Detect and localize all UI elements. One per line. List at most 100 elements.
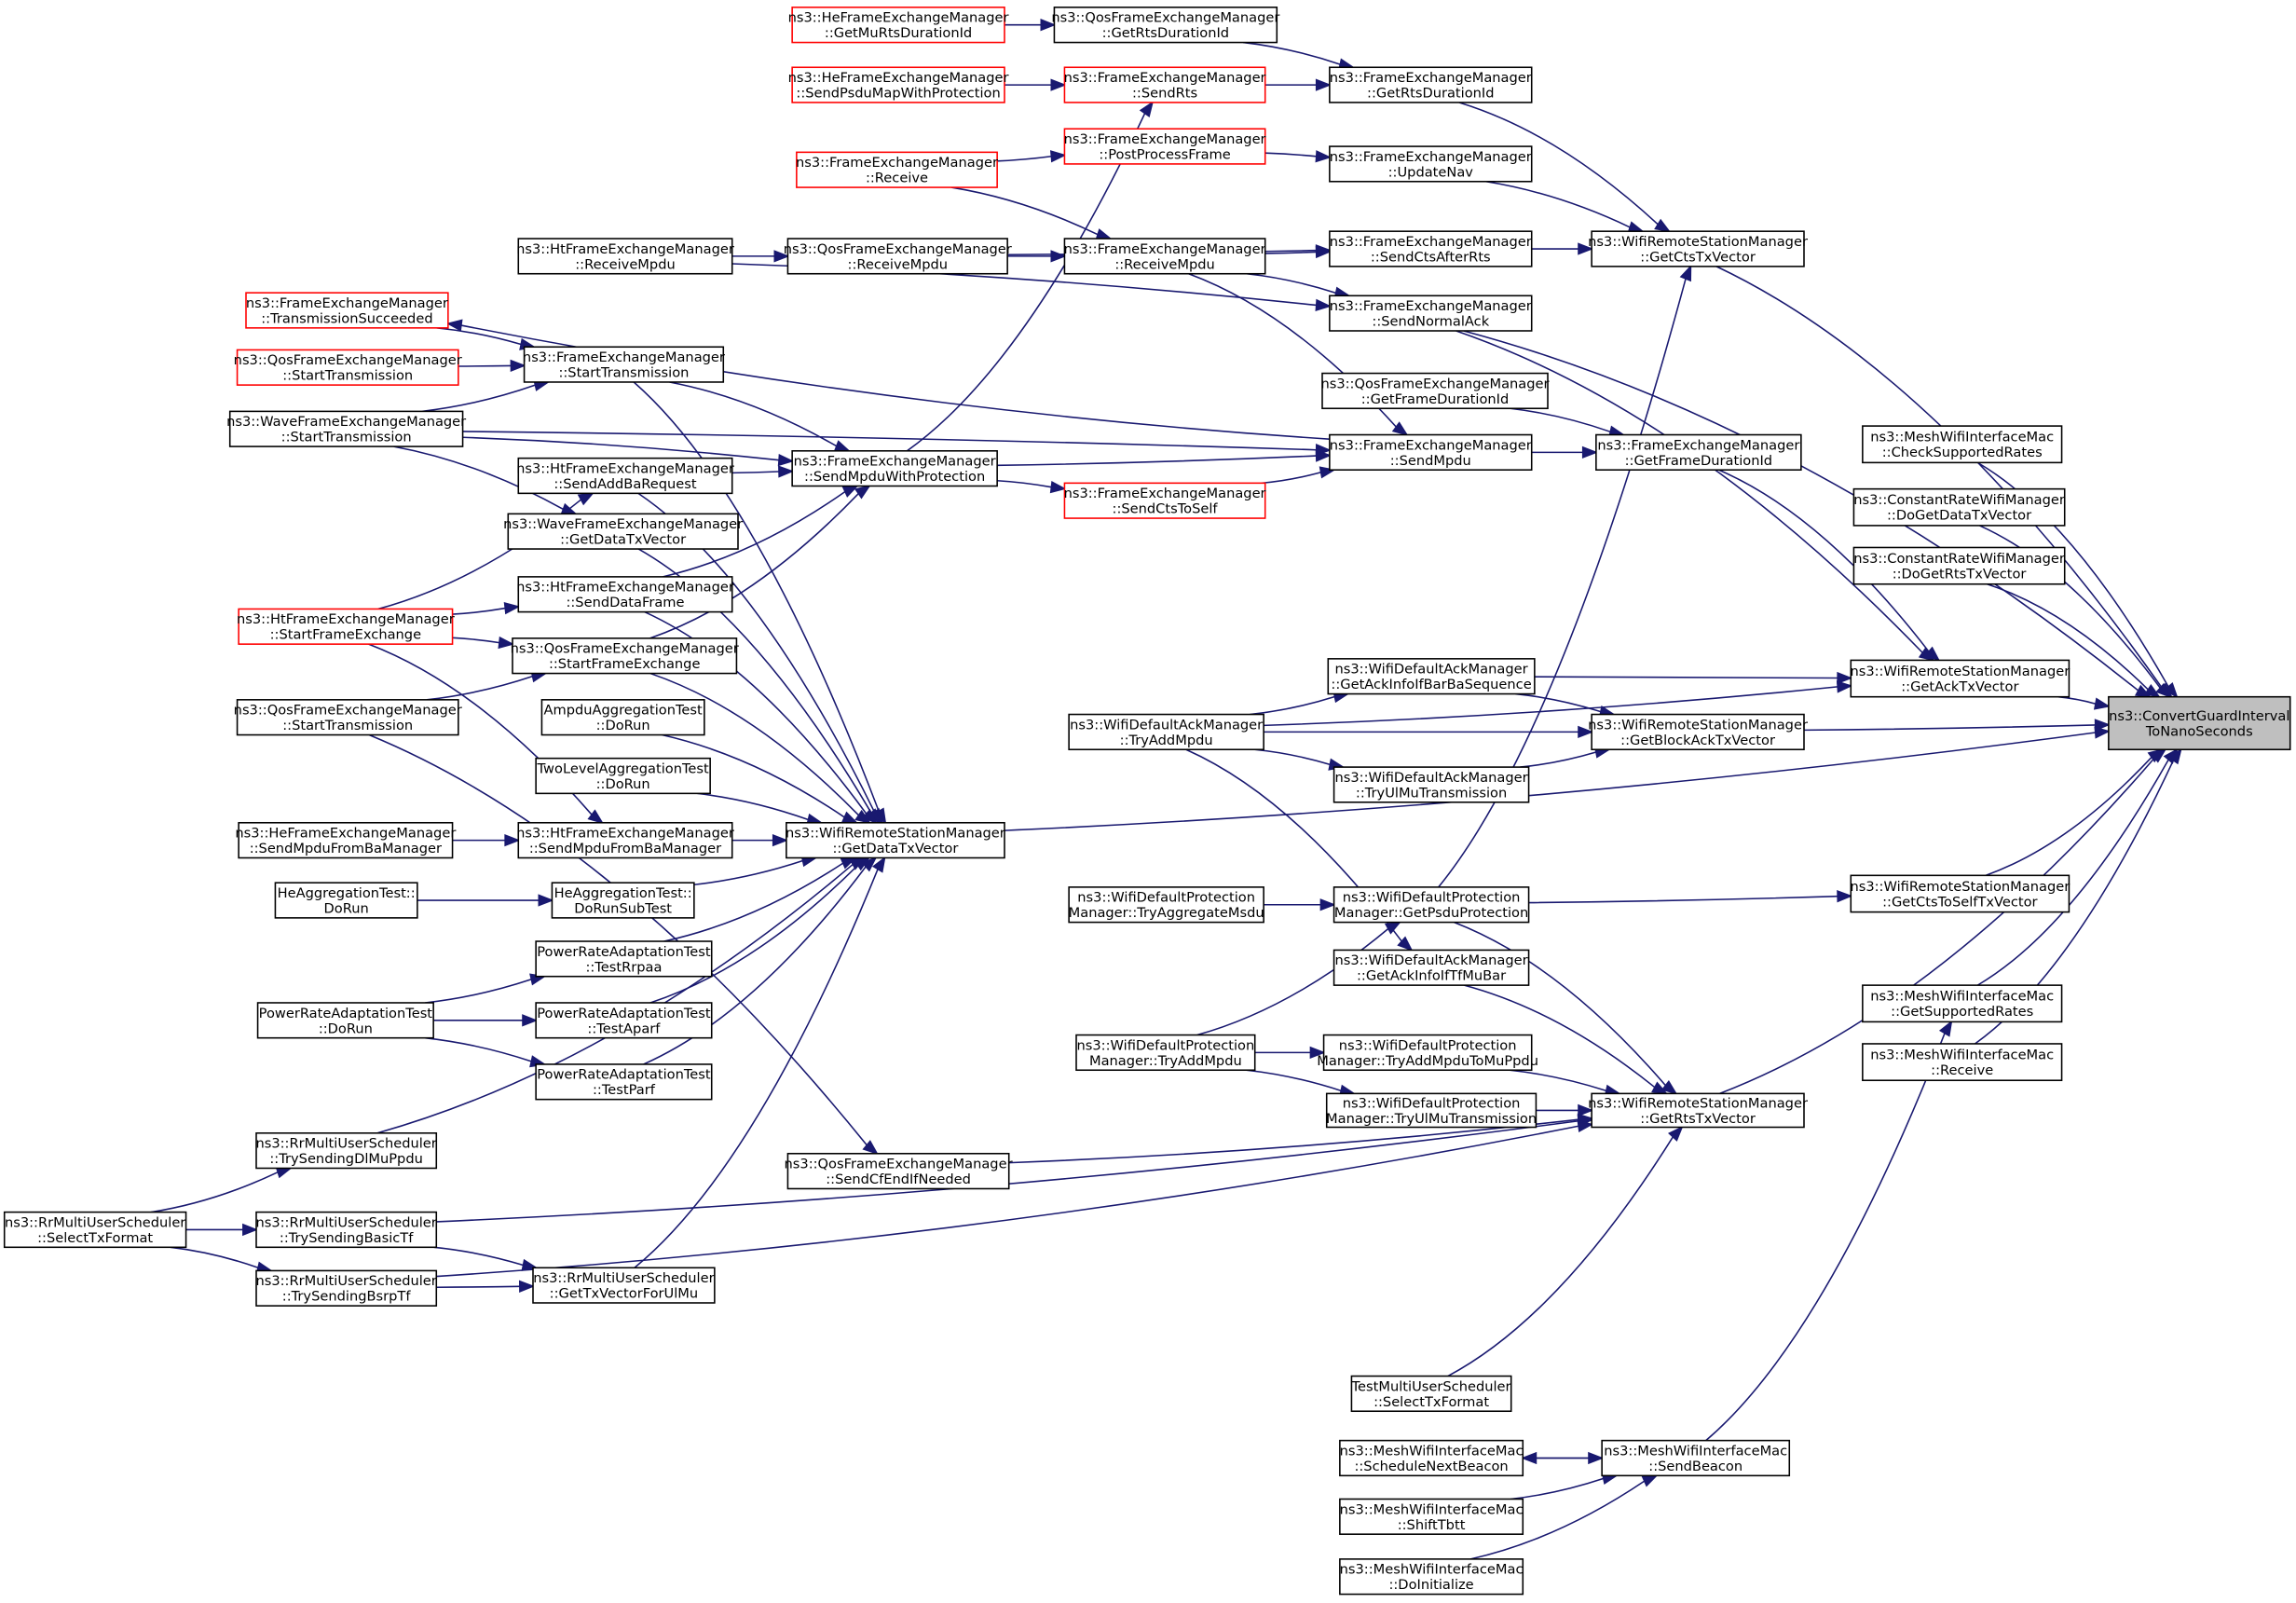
graph-node[interactable]: ns3::QosFrameExchangeManager::GetFrameDu… [1320,372,1550,410]
edge-line [731,471,780,474]
graph-node[interactable]: ns3::FrameExchangeManager::GetFrameDurat… [1595,433,1802,472]
graph-node[interactable]: ns3::QosFrameExchangeManager::ReceiveMpd… [784,238,1012,275]
edge-line [1458,102,1659,226]
graph-node[interactable]: ns3::WifiDefaultProtectionManager::GetPs… [1332,886,1530,924]
node-label: ::GetTxVectorForUlMu [550,1286,698,1302]
graph-node[interactable]: ns3::FrameExchangeManager::GetRtsDuratio… [1329,66,1533,103]
graph-node[interactable]: ns3::QosFrameExchangeManager::StartTrans… [234,349,462,386]
graph-node[interactable]: PowerRateAdaptationTest::TestAparf [535,1002,713,1039]
graph-node[interactable]: ns3::HeFrameExchangeManager::SendPsduMap… [788,66,1009,103]
node-label: ::StartTransmission [282,368,413,384]
arrowhead-icon [519,1280,536,1293]
graph-node[interactable]: ns3::WifiDefaultAckManager::GetAckInfoIf… [1327,658,1536,695]
node-label: ::StartTransmission [558,365,689,381]
arrowhead-icon [1397,936,1414,952]
graph-node[interactable]: PowerRateAdaptationTest::TestParf [535,1063,713,1101]
node-box [1601,1439,1791,1477]
graph-node[interactable]: ns3::WifiDefaultProtectionManager::TryAd… [1317,1034,1538,1072]
graph-node[interactable]: HeAggregationTest::DoRun [274,882,418,919]
graph-node[interactable]: ns3::QosFrameExchangeManager::SendCfEndI… [785,1152,1013,1190]
graph-node[interactable]: HeAggregationTest::DoRunSubTest [551,882,695,919]
graph-node[interactable]: ns3::WifiDefaultProtectionManager::TryUl… [1325,1092,1538,1129]
graph-node[interactable]: ns3::RrMultiUserScheduler::TrySendingDlM… [255,1131,438,1170]
node-box [796,151,998,188]
graph-node[interactable]: ns3::FrameExchangeManager::TransmissionS… [245,292,449,329]
graph-node[interactable]: ns3::RrMultiUserScheduler::TrySendingBas… [255,1211,438,1249]
graph-node[interactable]: ns3::QosFrameExchangeManager::StartFrame… [511,637,739,675]
graph-node[interactable]: ns3::WaveFrameExchangeManager::GetDataTx… [503,513,743,550]
graph-node[interactable]: ns3::HtFrameExchangeManager::SendMpduFro… [516,821,734,859]
graph-node[interactable]: PowerRateAdaptationTest::TestRrpaa [535,940,713,978]
graph-node[interactable]: ns3::FrameExchangeManager::SendCtsToSelf [1064,482,1266,519]
node-box [1329,295,1533,332]
graph-node[interactable]: ns3::FrameExchangeManager::SendMpduWithP… [791,450,998,487]
graph-node[interactable]: TwoLevelAggregationTest::DoRun [535,757,711,795]
edge-line [1264,686,1838,727]
call-edge [1264,725,1594,739]
graph-node[interactable]: ns3::WifiRemoteStationManager::GetCtsTxV… [1588,230,1808,267]
graph-node[interactable]: ns3::HtFrameExchangeManager::StartFrameE… [237,608,455,645]
graph-node[interactable]: AmpduAggregationTest::DoRun [540,699,705,736]
graph-node[interactable]: ns3::WaveFrameExchangeManager::StartTran… [226,410,466,447]
graph-node[interactable]: ns3::FrameExchangeManager::UpdateNav [1329,145,1533,183]
arrowhead-icon [1309,1046,1326,1060]
graph-node[interactable]: ns3::FrameExchangeManager::SendCtsAfterR… [1329,230,1533,267]
graph-node[interactable]: ns3::FrameExchangeManager::Receive [796,151,998,188]
graph-node[interactable]: ns3::RrMultiUserScheduler::TrySendingBsr… [255,1269,438,1307]
graph-node[interactable]: ns3::ConstantRateWifiManager::DoGetRtsTx… [1852,546,2066,585]
graph-node[interactable]: ns3::WifiRemoteStationManager::GetRtsTxV… [1588,1092,1808,1129]
graph-node[interactable]: ns3::WifiRemoteStationManager::GetAckTxV… [1850,659,2070,698]
graph-node[interactable]: ns3::FrameExchangeManager::StartTransmis… [523,346,725,383]
graph-node[interactable]: ns3::ConstantRateWifiManager::DoGetDataT… [1852,487,2066,527]
edge-line [452,637,500,644]
graph-node[interactable]: ns3::MeshWifiInterfaceMac::CheckSupporte… [1862,425,2063,464]
edge-line [1976,759,2169,986]
graph-node[interactable]: ns3::HtFrameExchangeManager::ReceiveMpdu [516,238,734,275]
graph-node[interactable]: ns3::MeshWifiInterfaceMac::Receive [1862,1043,2063,1082]
graph-node[interactable]: ns3::WifiDefaultAckManager::TryUlMuTrans… [1332,766,1530,803]
arrowhead-icon [1384,921,1402,935]
node-label: ns3::HtFrameExchangeManager [516,580,734,596]
arrowhead-icon [849,856,867,870]
arrowhead-icon [854,809,872,824]
graph-node[interactable]: ns3::FrameExchangeManager::SendNormalAck [1329,295,1533,332]
arrowhead-icon [503,602,521,615]
graph-node[interactable]: ns3::WifiDefaultAckManager::GetAckInfoIf… [1332,949,1530,986]
graph-node[interactable]: ns3::WifiDefaultProtectionManager::TryAg… [1068,886,1264,924]
graph-node[interactable]: ns3::MeshWifiInterfaceMac::SendBeacon [1601,1439,1791,1477]
graph-node[interactable]: PowerRateAdaptationTest::DoRun [256,1002,434,1039]
graph-node[interactable]: ns3::QosFrameExchangeManager::StartTrans… [234,699,462,736]
graph-node[interactable]: ns3::HeFrameExchangeManager::SendMpduFro… [235,821,456,859]
graph-node[interactable]: ns3::HeFrameExchangeManager::GetMuRtsDur… [788,7,1009,44]
node-label: TestMultiUserScheduler [1351,1378,1511,1394]
graph-node[interactable]: ns3::MeshWifiInterfaceMac::ShiftTbtt [1339,1498,1524,1535]
graph-node[interactable]: ns3::RrMultiUserScheduler::SelectTxForma… [3,1211,187,1249]
call-edge [997,150,1067,163]
graph-node[interactable]: ns3::HtFrameExchangeManager::SendAddBaRe… [516,457,734,495]
graph-node[interactable]: ns3::WifiDefaultProtectionManager::TryAd… [1075,1034,1256,1072]
call-edge [663,485,859,578]
graph-node[interactable]: ns3::MeshWifiInterfaceMac::DoInitialize [1339,1558,1524,1596]
graph-node[interactable]: ns3::FrameExchangeManager::PostProcessFr… [1064,128,1266,165]
arrowhead-icon [1837,671,1853,685]
node-box [1850,874,2070,913]
graph-node[interactable]: ns3::HtFrameExchangeManager::SendDataFra… [516,576,734,613]
graph-node[interactable]: ns3::FrameExchangeManager::SendMpdu [1329,433,1533,472]
graph-node[interactable]: ns3::QosFrameExchangeManager::GetRtsDura… [1051,7,1279,44]
node-label: ns3::FrameExchangeManager [1064,131,1266,147]
graph-node[interactable]: TestMultiUserScheduler::SelectTxFormat [1351,1375,1512,1413]
graph-node[interactable]: ns3::FrameExchangeManager::SendRts [1063,66,1266,103]
graph-node[interactable]: ns3::WifiDefaultAckManager::TryAddMpdu [1068,713,1264,751]
call-edge [1447,1125,1684,1377]
graph-node[interactable]: ns3::MeshWifiInterfaceMac::GetSupportedR… [1862,984,2063,1023]
graph-node[interactable]: ns3::MeshWifiInterfaceMac::ScheduleNextB… [1339,1439,1524,1477]
node-label: ns3::FrameExchangeManager [1330,298,1532,314]
edge-line [1985,756,2152,877]
graph-node[interactable]: ns3::FrameExchangeManager::ReceiveMpdu [1064,238,1266,275]
node-box [1063,66,1266,103]
graph-node[interactable]: ns3::RrMultiUserScheduler::GetTxVectorFo… [532,1267,716,1304]
graph-node[interactable]: ns3::WifiRemoteStationManager::GetBlockA… [1588,713,1808,751]
graph-node[interactable]: ns3::WifiRemoteStationManager::GetDataTx… [786,821,1005,859]
graph-node[interactable]: ns3::WifiRemoteStationManager::GetCtsToS… [1850,874,2070,913]
